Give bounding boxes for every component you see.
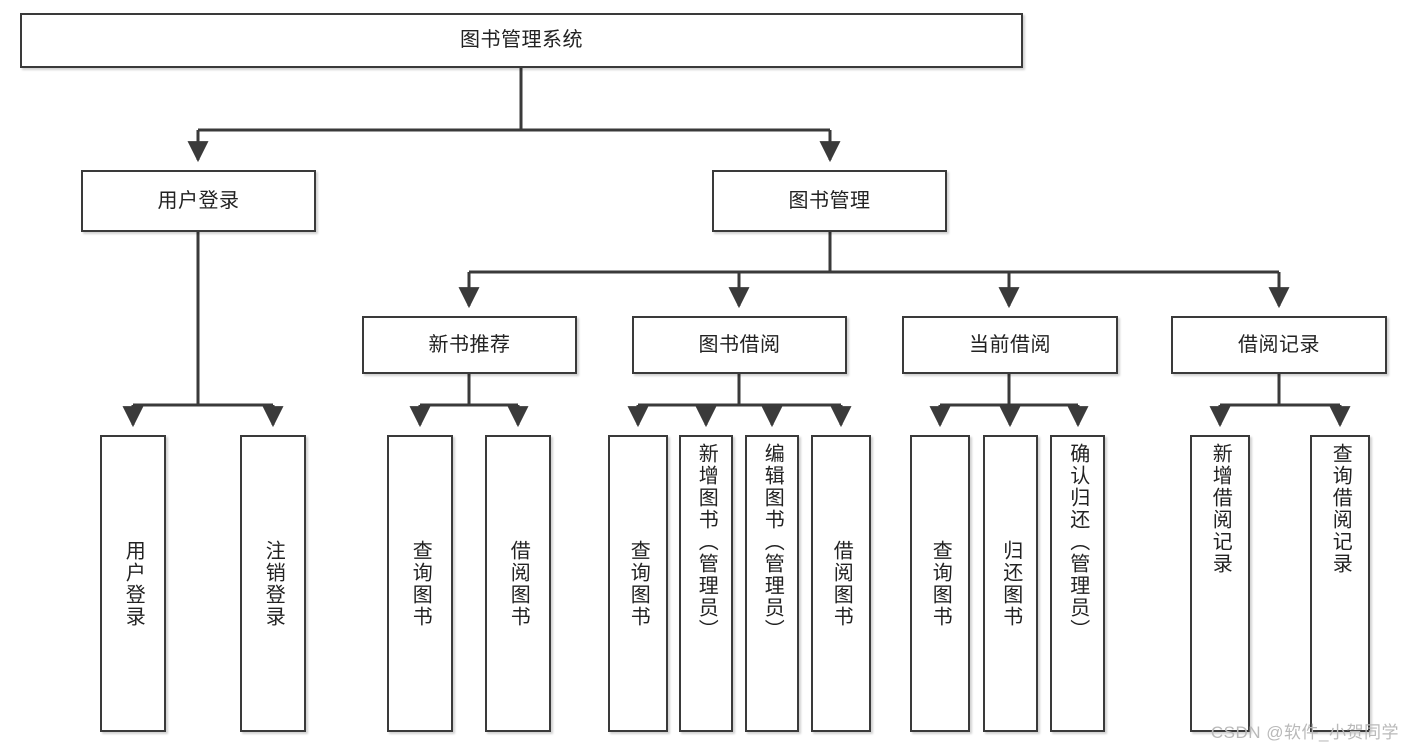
node-leaf-add-borrow-record[interactable]: 新增借阅记录 (1190, 435, 1250, 732)
node-leaf-return-book-label: 归还图书 (999, 539, 1022, 628)
node-leaf-user-login-label: 用户登录 (122, 539, 145, 628)
node-leaf-query-book-current[interactable]: 查询图书 (910, 435, 970, 732)
node-user-login-label: 用户登录 (157, 189, 240, 212)
node-new-book-recommend-label: 新书推荐 (428, 333, 511, 356)
node-leaf-confirm-return[interactable]: 确认归还（管理员） (1050, 435, 1105, 732)
node-leaf-borrow-book-label: 借阅图书 (830, 539, 853, 628)
node-current-borrow-label: 当前借阅 (969, 333, 1051, 356)
node-leaf-query-book-borrow[interactable]: 查询图书 (608, 435, 668, 732)
node-leaf-borrow-book-recommend[interactable]: 借阅图书 (485, 435, 551, 732)
node-leaf-edit-book[interactable]: 编辑图书（管理员） (745, 435, 799, 732)
node-leaf-return-book[interactable]: 归还图书 (983, 435, 1038, 732)
node-leaf-query-book-recommend[interactable]: 查询图书 (387, 435, 453, 732)
node-leaf-add-book-label: 新增图书（管理员） (695, 443, 718, 641)
node-current-borrow[interactable]: 当前借阅 (902, 316, 1118, 374)
node-leaf-edit-book-label: 编辑图书（管理员） (761, 443, 784, 641)
node-root-label: 图书管理系统 (460, 29, 583, 52)
node-book-borrow[interactable]: 图书借阅 (632, 316, 847, 374)
node-leaf-query-book-current-label: 查询图书 (929, 539, 952, 628)
node-borrow-records[interactable]: 借阅记录 (1171, 316, 1387, 374)
node-leaf-query-book-borrow-label: 查询图书 (627, 539, 650, 628)
node-leaf-confirm-return-label: 确认归还（管理员） (1066, 443, 1089, 641)
node-book-management[interactable]: 图书管理 (712, 170, 947, 232)
node-book-borrow-label: 图书借阅 (698, 333, 781, 356)
node-leaf-add-book[interactable]: 新增图书（管理员） (679, 435, 733, 732)
node-leaf-query-borrow-record-label: 查询借阅记录 (1329, 443, 1352, 575)
node-book-management-label: 图书管理 (788, 189, 871, 212)
node-leaf-add-borrow-record-label: 新增借阅记录 (1209, 443, 1232, 575)
node-leaf-borrow-book-recommend-label: 借阅图书 (507, 539, 530, 628)
node-leaf-query-book-recommend-label: 查询图书 (409, 539, 432, 628)
node-root[interactable]: 图书管理系统 (20, 13, 1023, 68)
node-user-login[interactable]: 用户登录 (81, 170, 316, 232)
node-leaf-user-logout[interactable]: 注销登录 (240, 435, 306, 732)
node-leaf-borrow-book[interactable]: 借阅图书 (811, 435, 871, 732)
node-leaf-query-borrow-record[interactable]: 查询借阅记录 (1310, 435, 1370, 732)
node-leaf-user-logout-label: 注销登录 (262, 539, 285, 628)
csdn-watermark: CSDN @软件_小贺同学 (1210, 723, 1399, 742)
node-new-book-recommend[interactable]: 新书推荐 (362, 316, 577, 374)
node-leaf-user-login[interactable]: 用户登录 (100, 435, 166, 732)
node-borrow-records-label: 借阅记录 (1238, 333, 1320, 356)
